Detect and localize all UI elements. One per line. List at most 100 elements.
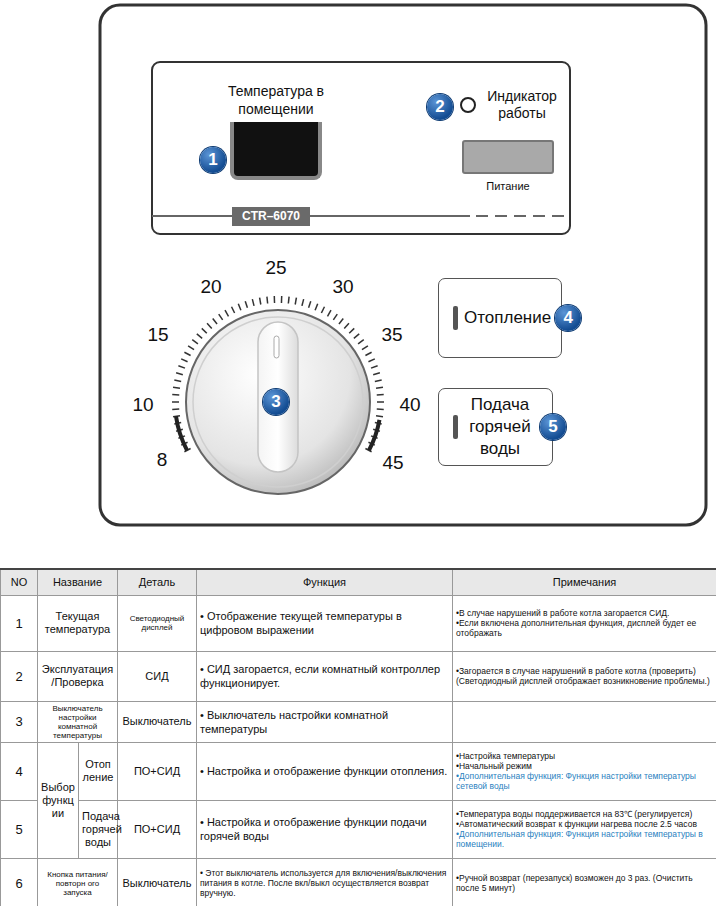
- tick: [174, 380, 181, 381]
- table-cell: •Дополнительная функция: Функция настрой…: [456, 771, 713, 791]
- table-cell: 4Выбор функц ииОтоп лениеПО+СИД• Настрой…: [1, 742, 716, 800]
- table-cell: Отоп ление: [79, 742, 118, 800]
- tick: [377, 394, 384, 396]
- tick: [368, 359, 374, 362]
- callout-number: 1: [200, 147, 226, 173]
- table-cell: Текущая температура: [38, 595, 118, 651]
- dial-number: 10: [132, 394, 153, 416]
- callout-number: 2: [427, 94, 453, 120]
- table-cell: • Выключатель настройки комнатной темпер…: [197, 701, 453, 742]
- table-cell: • Настройка и отображение функции подачи…: [197, 800, 453, 858]
- tick: [376, 415, 383, 417]
- table-cell: 3: [1, 701, 38, 742]
- button-led: [453, 415, 458, 439]
- tick: [245, 301, 247, 308]
- callout-text: 4: [563, 308, 572, 328]
- callout-number: 5: [540, 414, 566, 440]
- tick: [376, 386, 383, 388]
- table-cell: •Загорается в случае нарушений в работе …: [453, 651, 716, 701]
- tick: [328, 310, 332, 316]
- table-cell: NOНазваниеДетальФункцияПримечания: [1, 569, 716, 595]
- table-cell: Эксплуатация /Проверка: [38, 651, 118, 701]
- tick: [365, 352, 371, 355]
- table-cell: •Настройка температуры•Начальный режим•Д…: [453, 742, 716, 800]
- table-cell: Подача горячей воды: [79, 800, 118, 858]
- table-cell: 6Кнопка питания/повторн ого запускаВыклю…: [1, 858, 716, 906]
- tick: [281, 296, 283, 303]
- table-cell: Светодиодный дисплей: [118, 595, 197, 651]
- table-cell: Выключатель: [118, 858, 197, 906]
- indicator-led: [460, 97, 476, 113]
- panel-dashes: [476, 215, 570, 217]
- tick: [373, 373, 380, 375]
- table-cell: 1: [1, 595, 38, 651]
- table-cell: Выключатель: [118, 701, 197, 742]
- display-panel: [152, 62, 570, 234]
- button-led: [453, 306, 458, 330]
- callout-number: 3: [263, 389, 289, 415]
- tick: [172, 408, 179, 410]
- table-cell: •Ручной возврат (перезапуск) возможен до…: [456, 873, 713, 893]
- tick: [358, 340, 364, 344]
- callout-text: 5: [548, 417, 557, 437]
- dial-number: 45: [382, 452, 403, 474]
- heating-button: Отопление: [438, 278, 562, 358]
- tick: [260, 298, 261, 305]
- table-cell: •Дополнительная функция: Функция настрой…: [456, 829, 713, 849]
- dial-grip: [258, 322, 298, 472]
- tick: [333, 314, 337, 320]
- dial-rim: [193, 317, 363, 487]
- table-cell: •В случае нарушений в работе котла загор…: [456, 608, 713, 618]
- table-cell: NO: [1, 569, 38, 595]
- button-label: Отопление: [464, 307, 551, 329]
- table-cell: СИД: [118, 651, 197, 701]
- spec-table: NOНазваниеДетальФункцияПримечания 1Текущ…: [0, 568, 716, 906]
- model-band: CTR–6070: [232, 207, 310, 226]
- callout-text: 3: [271, 392, 280, 412]
- tick: [252, 299, 254, 306]
- dial-number: 25: [265, 257, 286, 279]
- table-cell: •Температура воды поддерживается на 83℃ …: [456, 809, 713, 819]
- tick: [315, 304, 318, 310]
- tick: [213, 318, 217, 324]
- tick: [266, 297, 268, 304]
- tick: [371, 366, 378, 368]
- dial-number: 20: [200, 276, 221, 298]
- model-text: CTR–6070: [242, 208, 300, 225]
- dial-number: 8: [157, 449, 168, 471]
- table-cell: • Настройка и отображение функции отопле…: [197, 742, 453, 800]
- panel-line: [152, 215, 470, 217]
- table-cell: 5: [1, 800, 38, 858]
- tick: [295, 298, 296, 305]
- tick: [377, 408, 384, 410]
- tick: [302, 299, 304, 306]
- table-cell: Примечания: [453, 569, 716, 595]
- table-cell: Кнопка питания/повторн ого запуска: [38, 858, 118, 906]
- table-cell: [453, 701, 716, 742]
- dial-number: 40: [399, 394, 420, 416]
- tick: [176, 373, 183, 375]
- tick: [232, 307, 235, 313]
- tick: [184, 352, 190, 355]
- tick: [321, 307, 324, 313]
- dial-number: 15: [147, 324, 168, 346]
- table-cell: •Настройка температуры: [456, 751, 713, 761]
- power-label: Питание: [462, 180, 554, 192]
- tick: [288, 297, 290, 304]
- indicator-label: Индикатор работы: [482, 88, 562, 122]
- power-button: Питание: [462, 140, 554, 192]
- tick: [344, 323, 349, 328]
- tick: [339, 318, 343, 324]
- table-cell: •Температура воды поддерживается на 83℃ …: [453, 800, 716, 858]
- tick: [197, 334, 202, 338]
- tick: [172, 401, 179, 403]
- table-cell: 3Выключатель настройки комнатной темпера…: [1, 701, 716, 742]
- tick-arc: [176, 416, 187, 450]
- hot-water-button: Подача горячей воды: [438, 388, 553, 466]
- callout-text: 1: [208, 150, 217, 170]
- tick: [309, 301, 311, 308]
- table-cell: •Загорается в случае нарушений в работе …: [456, 666, 713, 686]
- table-cell: 2Эксплуатация /ПроверкаСИД• СИД загорает…: [1, 651, 716, 701]
- tick: [207, 323, 212, 328]
- table-cell: •Начальный режим: [456, 761, 713, 771]
